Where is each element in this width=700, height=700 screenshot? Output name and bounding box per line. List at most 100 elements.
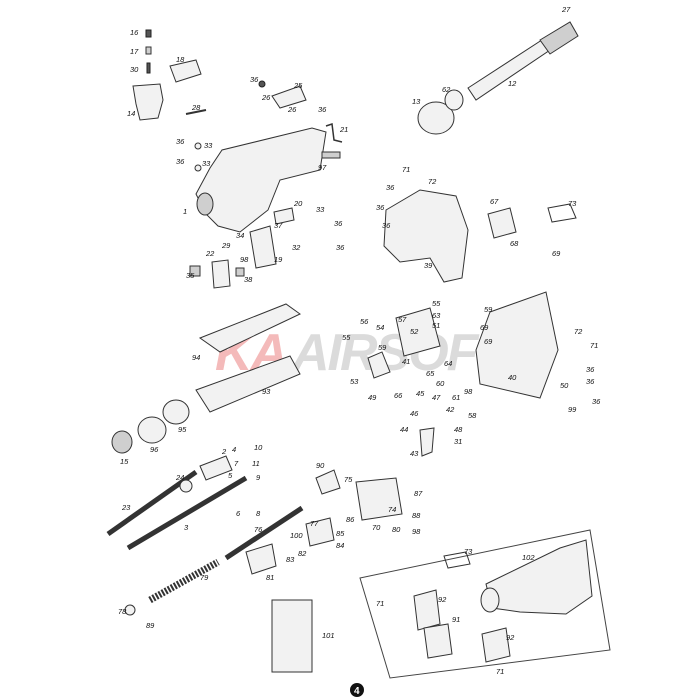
- callout-49: 49: [368, 393, 377, 402]
- callout-69: 69: [484, 337, 493, 346]
- part-inner-barrel-3: [126, 475, 248, 551]
- callout-39: 39: [424, 261, 433, 270]
- callout-33: 33: [316, 205, 325, 214]
- part-handguard-bottom-93: [195, 355, 301, 413]
- callout-85: 85: [336, 529, 345, 538]
- callout-36: 36: [176, 157, 185, 166]
- callout-92: 92: [506, 633, 515, 642]
- part-bucking-24: [179, 479, 193, 493]
- callout-72: 72: [428, 177, 437, 186]
- callout-40: 40: [508, 373, 517, 382]
- part-cap-15: [111, 430, 133, 454]
- part-front-sight-14: [132, 83, 164, 121]
- upper-receiver: [189, 80, 343, 289]
- callout-82: 82: [298, 549, 307, 558]
- callout-11: 11: [252, 459, 260, 468]
- callout-36: 36: [586, 365, 595, 374]
- callout-53: 53: [350, 377, 359, 386]
- callout-100: 100: [290, 531, 303, 540]
- callout-95: 95: [178, 425, 187, 434]
- callout-71: 71: [496, 667, 504, 676]
- part-spring-79: [148, 558, 220, 604]
- callout-33: 33: [204, 141, 213, 150]
- callout-20: 20: [293, 199, 303, 208]
- page-number: 4: [354, 686, 360, 697]
- callout-64: 64: [444, 359, 452, 368]
- callout-86: 86: [346, 515, 355, 524]
- callout-14: 14: [127, 109, 135, 118]
- part-gearbox-74: [355, 477, 403, 521]
- callout-33: 33: [202, 159, 211, 168]
- callout-97: 97: [318, 163, 327, 172]
- callout-45: 45: [416, 389, 425, 398]
- part-stock-102: [485, 539, 593, 615]
- callout-57: 57: [398, 315, 407, 324]
- callout-77: 77: [310, 519, 319, 528]
- part-sight-tube-18: [169, 59, 202, 83]
- callout-55: 55: [342, 333, 351, 342]
- callout-66: 66: [394, 391, 403, 400]
- callout-98: 98: [464, 387, 473, 396]
- part-screw-16: [145, 29, 152, 38]
- callout-2: 2: [221, 447, 227, 456]
- part-hopup-2: [199, 455, 233, 481]
- page-number-badge: 4: [350, 683, 364, 697]
- part-flash-hider-27: [539, 21, 579, 55]
- callout-32: 32: [292, 243, 301, 252]
- part-nozzle-90: [315, 469, 341, 495]
- part-spring-21: [325, 122, 343, 143]
- callout-28: 28: [191, 103, 201, 112]
- callout-37: 37: [274, 221, 283, 230]
- callout-102: 102: [522, 553, 535, 562]
- callout-7: 7: [234, 459, 239, 468]
- part-spring-30: [146, 62, 151, 74]
- stock-inset-frame: [359, 529, 611, 679]
- callout-47: 47: [432, 393, 441, 402]
- page-number-circle: [350, 683, 364, 697]
- callout-17: 17: [130, 47, 139, 56]
- callout-94: 94: [192, 353, 200, 362]
- part-cover-91: [423, 623, 453, 659]
- callout-27: 27: [561, 5, 571, 14]
- callout-36: 36: [336, 243, 345, 252]
- callout-83: 83: [286, 555, 295, 564]
- part-ring-95: [162, 399, 190, 425]
- callout-52: 52: [410, 327, 419, 336]
- part-ring-62: [444, 89, 464, 111]
- callout-69: 69: [480, 323, 489, 332]
- callout-36: 36: [376, 203, 385, 212]
- callout-51: 51: [432, 321, 440, 330]
- callout-21: 21: [339, 125, 348, 134]
- callout-34: 34: [236, 231, 244, 240]
- part-outer-barrel-12: [467, 35, 557, 101]
- callout-93: 93: [262, 387, 271, 396]
- callout-3: 3: [184, 523, 189, 532]
- callout-29: 29: [221, 241, 231, 250]
- callout-54: 54: [376, 323, 384, 332]
- part-plate-92b: [481, 627, 511, 663]
- callout-96: 96: [150, 445, 159, 454]
- callout-26: 26: [261, 93, 271, 102]
- callout-79: 79: [200, 573, 209, 582]
- part-bracket-68: [487, 207, 517, 239]
- callout-98: 98: [240, 255, 249, 264]
- callout-68: 68: [510, 239, 519, 248]
- part-screw-36a: [258, 80, 266, 88]
- callout-67: 67: [490, 197, 499, 206]
- callout-46: 46: [410, 409, 419, 418]
- callout-55: 55: [432, 299, 441, 308]
- callout-44: 44: [400, 425, 408, 434]
- callout-12: 12: [508, 79, 517, 88]
- callout-92: 92: [438, 595, 447, 604]
- part-lever-53: [367, 351, 391, 379]
- callout-75: 75: [344, 475, 353, 484]
- callout-15: 15: [120, 457, 129, 466]
- callout-80: 80: [392, 525, 401, 534]
- callout-61: 61: [452, 393, 460, 402]
- callout-73: 73: [568, 199, 577, 208]
- callout-69: 69: [552, 249, 561, 258]
- part-barrel-nut-13: [417, 101, 455, 135]
- part-piston-head-81: [245, 543, 277, 575]
- callout-76: 76: [254, 525, 263, 534]
